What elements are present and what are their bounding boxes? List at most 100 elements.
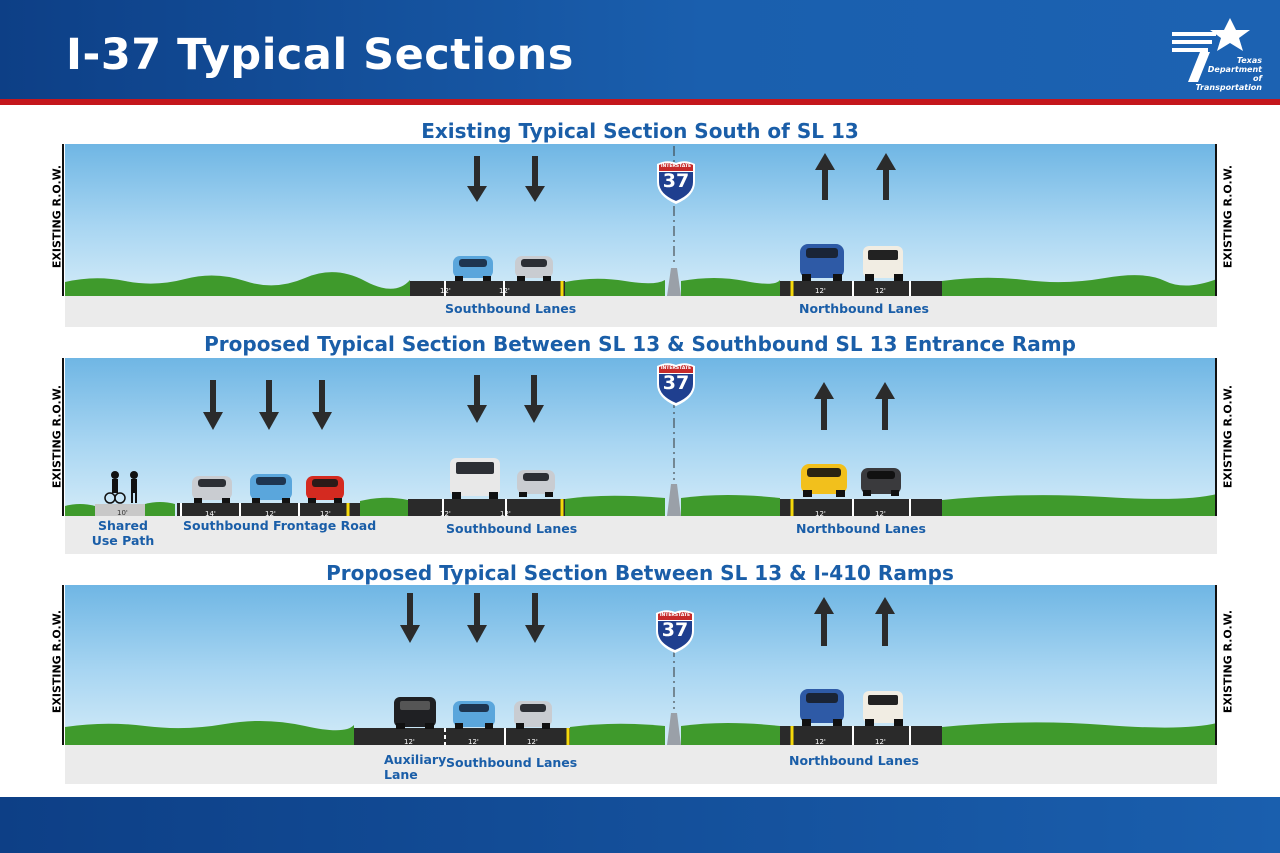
northbound-arrow-icon [876, 153, 896, 200]
southbound-arrow-icon [524, 375, 544, 423]
sb-pavement [408, 499, 565, 516]
section-2-shield-number: 37 [662, 372, 690, 394]
section-2-label-strip [65, 516, 1217, 554]
section-3-sky [65, 585, 1217, 745]
footer-bar [0, 797, 1280, 853]
nb-pavement [780, 726, 942, 745]
cyclist-icon [104, 471, 126, 504]
logo-line-transportation: of Transportation [1195, 74, 1262, 92]
page-title: I-37 Typical Sections [66, 30, 574, 80]
logo-line-texas: Texas [1236, 56, 1262, 65]
section-3-shield-number: 37 [661, 619, 689, 641]
car-icon [453, 256, 493, 281]
southbound-arrow-icon [525, 156, 545, 202]
section-3-shield-top: INTERSTATE [659, 613, 691, 618]
northbound-arrow-icon [814, 382, 834, 430]
section-1-sky [65, 144, 1217, 296]
lane-width: 12' [815, 738, 826, 746]
southbound-arrow-icon [525, 593, 545, 643]
lane-width: 12' [404, 738, 415, 746]
section-3-title: Proposed Typical Section Between SL 13 &… [326, 561, 954, 585]
car-icon [250, 474, 292, 503]
sb-pavement [410, 281, 565, 296]
shared-use-path-label-line: Shared [98, 518, 148, 533]
lane-width: 12' [440, 510, 451, 518]
row-label-left: EXISTING R.O.W. [50, 164, 64, 269]
lane-width: 12' [468, 738, 479, 746]
northbound-lanes-label: Northbound Lanes [789, 753, 919, 768]
row-line-left [62, 585, 64, 745]
car-icon [192, 476, 232, 503]
car-icon [801, 464, 847, 497]
southbound-arrow-icon [467, 156, 487, 202]
lane-width: 12' [440, 287, 451, 295]
section-1-shield-number: 37 [662, 170, 690, 192]
nb-pavement [780, 499, 942, 516]
northbound-arrow-icon [875, 597, 895, 646]
section-2-roadway [65, 363, 1217, 516]
section-2-title: Proposed Typical Section Between SL 13 &… [204, 332, 1076, 356]
section-1-shield-top: INTERSTATE [660, 164, 692, 169]
southbound-lanes-label: Southbound Lanes [446, 755, 578, 770]
southbound-lanes-label: Southbound Lanes [446, 521, 578, 536]
car-icon [863, 691, 903, 726]
row-label-right: EXISTING R.O.W. [1221, 609, 1235, 714]
lane-width: 12' [265, 510, 276, 518]
section-2-panel [65, 358, 1217, 554]
interstate-37-shield-icon [656, 610, 694, 653]
car-icon [517, 470, 555, 497]
northbound-arrow-icon [814, 597, 834, 646]
row-line-left [62, 358, 64, 516]
truck-icon [450, 458, 500, 499]
car-icon [800, 244, 844, 281]
section-2-shield-top: INTERSTATE [660, 366, 692, 371]
lane-width: 10' [117, 509, 128, 517]
sb-pavement [354, 728, 570, 745]
row-line-right [1215, 585, 1217, 745]
southbound-arrow-icon [467, 593, 487, 643]
section-1-title: Existing Typical Section South of SL 13 [421, 119, 859, 143]
row-label-right: EXISTING R.O.W. [1221, 384, 1235, 489]
lane-width: 12' [320, 510, 331, 518]
logo-line-department: Department [1207, 65, 1262, 74]
southbound-arrow-icon [400, 593, 420, 643]
section-3-roadway [65, 593, 1217, 745]
frontage-road-label: Southbound Frontage Road [183, 518, 377, 533]
car-icon [453, 701, 495, 729]
southbound-arrow-icon [259, 380, 279, 430]
auxiliary-lane-label-line: Lane [384, 767, 418, 782]
car-icon [863, 246, 903, 281]
row-line-left [62, 144, 64, 296]
auxiliary-lane-label-line: Auxiliary [384, 752, 447, 767]
northbound-arrow-icon [875, 382, 895, 430]
lane-width: 12' [527, 738, 538, 746]
header-red-stripe [0, 99, 1280, 105]
lane-width: 12' [875, 510, 886, 518]
row-line-right [1215, 144, 1217, 296]
interstate-37-shield-icon [657, 363, 695, 406]
northbound-lanes-label: Northbound Lanes [799, 301, 929, 316]
lane-width: 14' [205, 510, 216, 518]
lane-width: 12' [815, 287, 826, 295]
southbound-arrow-icon [203, 380, 223, 430]
header-bar [0, 0, 1280, 104]
car-icon [515, 256, 553, 281]
interstate-37-shield-icon [657, 161, 695, 204]
row-label-left: EXISTING R.O.W. [50, 609, 64, 714]
car-icon [306, 476, 344, 503]
txdot-logo-text: Texas Department of Transportation [1192, 56, 1262, 92]
northbound-lanes-label: Northbound Lanes [796, 521, 926, 536]
section-1-panel [65, 144, 1217, 327]
northbound-arrow-icon [815, 153, 835, 200]
section-1-roadway [65, 146, 1217, 296]
southbound-arrow-icon [467, 375, 487, 423]
lane-width: 12' [815, 510, 826, 518]
frontage-pavement [177, 503, 360, 516]
shared-use-path-surface [95, 504, 145, 516]
southbound-arrow-icon [312, 380, 332, 430]
lane-width: 12' [875, 287, 886, 295]
car-icon [800, 689, 844, 726]
lane-width: 12' [499, 287, 510, 295]
shared-use-path-label: Shared Use Path [85, 518, 161, 548]
southbound-lanes-label: Southbound Lanes [445, 301, 577, 316]
